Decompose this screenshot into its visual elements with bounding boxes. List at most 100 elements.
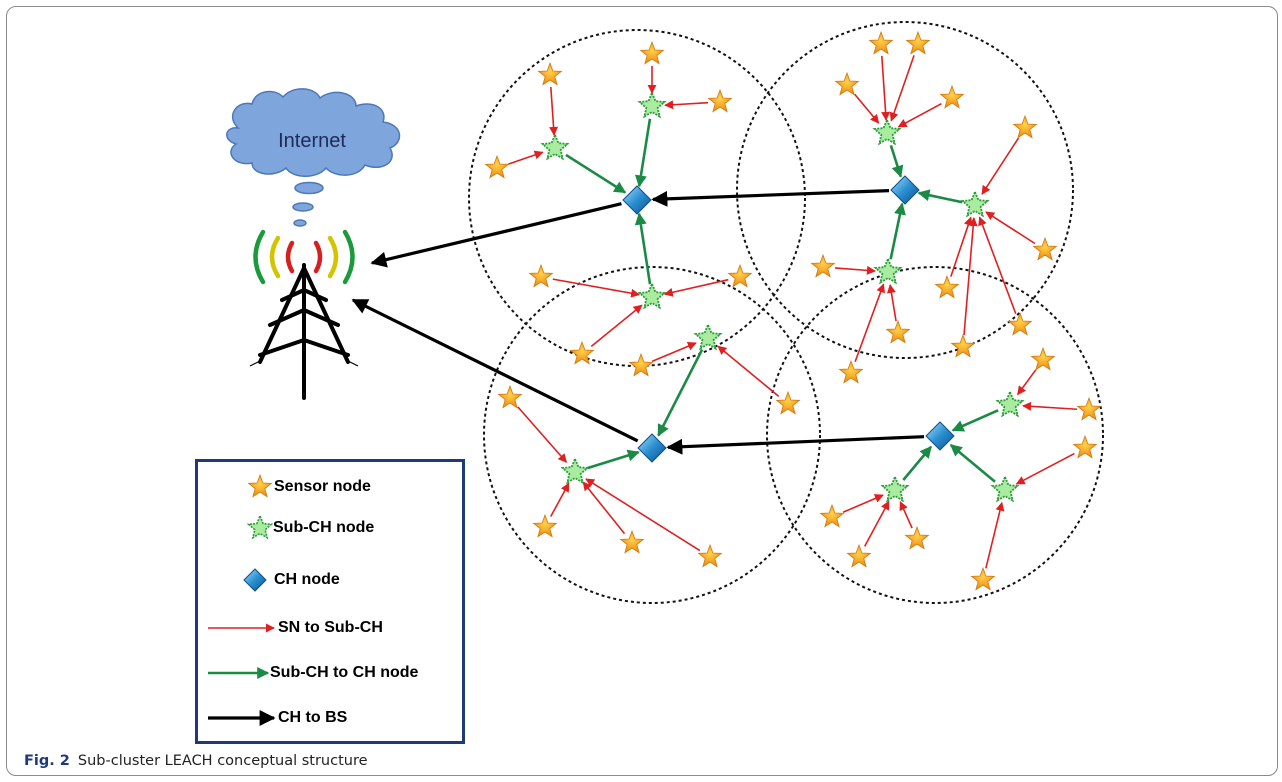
sub-ch-nodes: [540, 90, 1025, 503]
sub-ch-node: [693, 322, 723, 351]
sn-to-sub-ch-arrow: [508, 150, 544, 165]
sub-ch-node: [540, 132, 570, 161]
sn-to-sub-ch-arrow: [963, 217, 978, 336]
sn-to-sub-ch-arrow: [950, 216, 973, 277]
sub-ch-to-ch-arrow: [634, 118, 652, 188]
sn-to-sub-ch-arrow: [899, 501, 913, 529]
sn-to-sub-ch-arrow: [854, 283, 885, 363]
sn-to-sub-ch-arrow: [981, 137, 1020, 195]
sn-to-sub-ch-arrow: [889, 55, 915, 122]
sn-to-sub-ch-arrow: [651, 341, 697, 363]
ch-node: [637, 433, 667, 463]
legend: Sensor node Sub-CH node CH node SN to Su…: [195, 459, 465, 744]
sensor-node: [838, 359, 864, 384]
sn-to-sub-ch-arrow: [717, 345, 780, 397]
ch-nodes: [622, 175, 955, 463]
sub-ch-node: [880, 474, 910, 503]
sensor-node: [639, 40, 665, 65]
sn-to-sub-ch-arrow: [552, 278, 641, 298]
sensor-node: [1012, 114, 1038, 139]
sensor-node: [707, 88, 733, 113]
sub-ch-to-ch-arrow: [902, 445, 933, 481]
sensor-node: [619, 529, 645, 554]
legend-row-ch-to-bs: CH to BS: [198, 703, 347, 733]
ch-diamond-icon: [243, 568, 267, 592]
sensor-node: [819, 503, 845, 528]
sensor-node: [868, 30, 894, 55]
legend-row-sub-ch: Sub-CH node: [198, 513, 374, 543]
sensor-node: [1072, 434, 1098, 459]
cluster-circle-bottom-right: [766, 266, 1104, 604]
caption-text: Sub-cluster LEACH conceptual structure: [77, 753, 368, 769]
legend-label-ch-to-bs: CH to BS: [278, 709, 348, 726]
sub-ch-node: [637, 281, 667, 310]
ch-to-bs-arrow: [351, 298, 639, 443]
sensor-node: [484, 154, 510, 179]
internet-label: Internet: [278, 130, 346, 152]
sensor-nodes: [484, 30, 1102, 591]
sn-to-sub-ch-arrow: [842, 494, 884, 514]
legend-row-sensor: Sensor node: [198, 472, 371, 502]
sub-ch-to-ch-arrow: [949, 443, 996, 483]
sensor-node: [950, 333, 976, 358]
sn-to-sub-ch-arrow: [985, 501, 1005, 569]
ch-node: [925, 421, 955, 451]
sub-ch-to-ch-arrow: [634, 212, 652, 285]
sn-to-sub-ch-arrow: [854, 93, 880, 124]
sub-ch-to-ch-arrow: [565, 153, 627, 194]
legend-label-ch: CH node: [274, 571, 340, 588]
sensor-star-icon: [247, 473, 273, 498]
ch-to-bs-arrow: [370, 202, 622, 268]
sensor-node: [810, 253, 836, 278]
sensor-node: [1007, 311, 1033, 336]
red-arrow-icon: [208, 623, 275, 633]
sub-ch-node: [637, 90, 667, 119]
sensor-node: [846, 543, 872, 568]
ch-to-bs-edges: [351, 188, 925, 455]
sensor-node: [1076, 396, 1102, 421]
legend-label-sensor: Sensor node: [274, 478, 371, 495]
green-arrow-icon: [208, 667, 270, 679]
tower-icon: [249, 229, 359, 400]
sub-ch-to-ch-arrow: [657, 348, 704, 437]
sub-ch-node: [990, 474, 1020, 503]
sub-ch-to-ch-edges: [565, 118, 999, 483]
sn-to-sub-ch-arrow: [1022, 401, 1078, 411]
sn-to-sub-ch-arrow: [863, 500, 890, 547]
sub-ch-star-icon: [246, 513, 273, 540]
sub-ch-to-ch-arrow: [951, 409, 999, 432]
cluster-circle-bottom-left: [483, 266, 821, 604]
cluster-circle-top-left: [468, 29, 806, 367]
sensor-node: [697, 543, 723, 568]
cluster-circles: [468, 21, 1104, 604]
sensor-node: [885, 319, 911, 344]
sn-to-sub-ch-arrow: [582, 481, 626, 535]
sub-ch-node: [560, 456, 590, 485]
sensor-node: [905, 30, 931, 55]
sub-ch-node: [960, 189, 990, 218]
sensor-node: [532, 513, 558, 538]
legend-label-sub-ch: Sub-CH node: [273, 519, 375, 536]
sub-ch-to-ch-arrow: [587, 449, 640, 470]
sub-ch-to-ch-arrow: [889, 202, 906, 260]
sn-to-sub-ch-arrow: [585, 478, 701, 552]
sub-ch-to-ch-arrow: [889, 145, 904, 178]
legend-row-ch: CH node: [198, 565, 340, 595]
sensor-node: [939, 84, 965, 109]
sensor-node: [528, 263, 554, 288]
sensor-node: [934, 274, 960, 299]
sub-ch-node: [872, 117, 902, 146]
cloud-icon: [226, 88, 401, 227]
sensor-node: [970, 566, 996, 591]
sn-to-sub-ch-arrow: [978, 216, 1017, 315]
sub-ch-node: [873, 256, 903, 285]
sn-to-sub-ch-arrow: [590, 304, 643, 348]
sensor-node: [628, 352, 654, 377]
sn-to-sub-ch-arrow: [517, 406, 568, 463]
sensor-node: [775, 390, 801, 415]
cluster-circle-top-right: [736, 21, 1074, 359]
sn-to-sub-ch-arrow: [897, 102, 942, 128]
sensor-node: [497, 384, 523, 409]
